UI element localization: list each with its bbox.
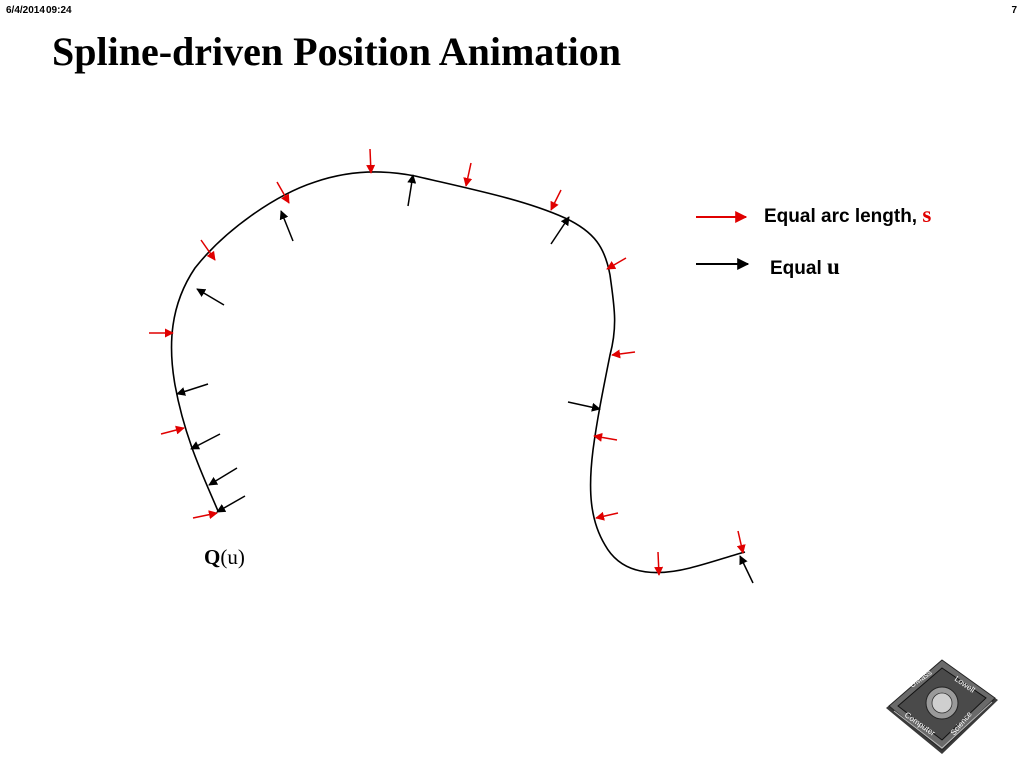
arc-length-arrow xyxy=(606,257,627,270)
arc-length-arrow xyxy=(200,239,216,261)
umass-lowell-cs-logo: UMass Lowell Computer Science xyxy=(886,659,998,754)
arc-length-arrow xyxy=(463,162,473,187)
parameter-arrow xyxy=(567,401,601,412)
parameter-arrow xyxy=(190,433,221,450)
date-label: 6/4/2014 xyxy=(6,5,45,16)
arc-length-arrow xyxy=(550,189,562,211)
parameter-arrow xyxy=(279,210,294,242)
arc-length-arrow xyxy=(736,530,746,554)
parameter-symbol: u xyxy=(827,254,840,279)
page-number: 7 xyxy=(1011,5,1017,16)
arc-length-arrow xyxy=(654,551,664,576)
arc-length-arrow xyxy=(593,432,618,442)
parameter-arrow xyxy=(550,216,570,245)
arc-length-arrow xyxy=(276,181,290,204)
arc-length-symbol: s xyxy=(922,202,932,227)
curve-symbol: Q xyxy=(204,545,221,569)
spline-curve xyxy=(170,171,746,574)
legend-arc-length-label: Equal arc length, s xyxy=(764,202,931,228)
arc-length-arrow xyxy=(611,349,636,359)
legend-arc-length-text: Equal arc length, xyxy=(764,206,923,227)
curve-label: Q(u) xyxy=(204,545,245,570)
arc-length-arrow xyxy=(366,148,376,174)
parameter-arrow xyxy=(176,383,209,396)
time-label: 09:24 xyxy=(46,5,72,16)
curve-argument: (u) xyxy=(220,545,245,569)
parameter-arrow xyxy=(739,555,754,584)
parameter-arrow xyxy=(196,288,225,306)
arc-length-arrow xyxy=(595,511,619,521)
slide-title: Spline-driven Position Animation xyxy=(52,29,621,74)
legend-parameter-label: Equal u xyxy=(770,254,840,280)
arc-length-arrow xyxy=(160,425,185,435)
parameter-arrow xyxy=(407,174,417,207)
parameter-arrow xyxy=(208,467,238,486)
arc-length-arrow xyxy=(192,510,218,520)
legend-parameter-text: Equal xyxy=(770,258,828,279)
parameter-arrow xyxy=(216,495,246,513)
